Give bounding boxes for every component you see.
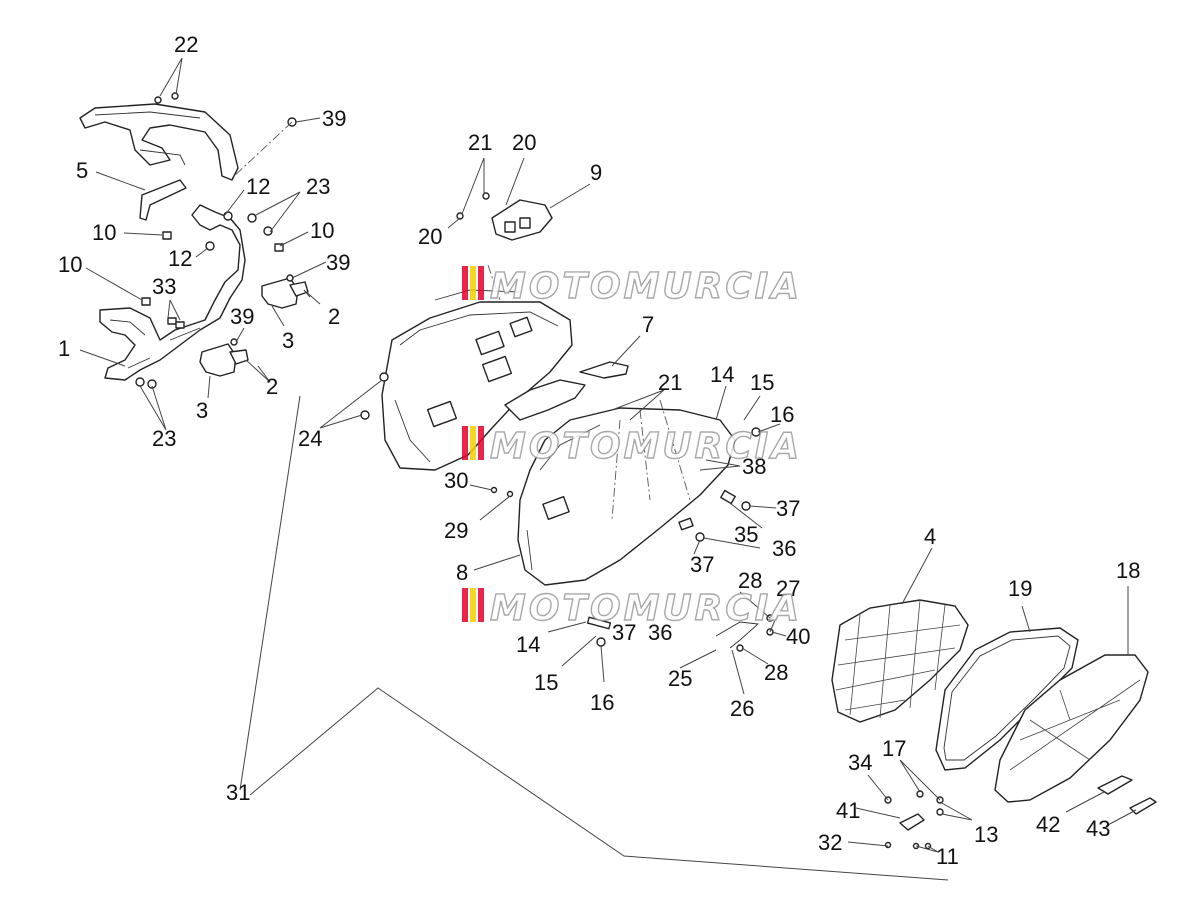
leader-lines (79, 57, 1137, 881)
callout-20: 20 (418, 224, 442, 249)
callout-21: 21 (468, 130, 492, 155)
axis-line (611, 399, 691, 521)
watermark-text: MOTOMURCIA (490, 588, 802, 629)
callout-2: 2 (328, 304, 340, 329)
lid-latch-9 (491, 199, 553, 241)
callout-13: 13 (974, 822, 998, 847)
callout-1: 1 (58, 336, 70, 361)
watermark-text: MOTOMURCIA (490, 426, 802, 467)
callout-18: 18 (1116, 558, 1140, 583)
callout-29: 29 (444, 518, 468, 543)
callout-19: 19 (1008, 576, 1032, 601)
callout-21: 21 (658, 370, 682, 395)
hinge-bracket-3a (261, 277, 309, 309)
callout-2: 2 (266, 374, 278, 399)
callout-41: 41 (836, 798, 860, 823)
watermark-top: MOTOMURCIA (462, 265, 802, 308)
callout-36: 36 (648, 620, 672, 645)
callout-32: 32 (818, 830, 842, 855)
callout-43: 43 (1086, 816, 1110, 841)
callout-28: 28 (738, 568, 762, 593)
callout-7: 7 (642, 312, 654, 337)
callout-10: 10 (92, 220, 116, 245)
callout-39: 39 (326, 250, 350, 275)
callout-22: 22 (174, 32, 198, 57)
callout-25: 25 (668, 666, 692, 691)
callout-23: 23 (306, 174, 330, 199)
callout-14: 14 (710, 362, 734, 387)
watermark-middle: MOTOMURCIA (462, 425, 802, 468)
callout-15: 15 (750, 370, 774, 395)
callout-28: 28 (764, 660, 788, 685)
callout-23: 23 (152, 426, 176, 451)
callout-17: 17 (882, 736, 906, 761)
callout-37: 37 (612, 620, 636, 645)
callout-8: 8 (456, 560, 468, 585)
badge-43 (1129, 797, 1157, 815)
callout-40: 40 (786, 624, 810, 649)
callout-12: 12 (168, 246, 192, 271)
callout-35: 35 (734, 522, 758, 547)
hinge-bracket-3b (199, 343, 249, 377)
axis-line (231, 121, 293, 179)
callout-3: 3 (196, 398, 208, 423)
callout-33: 33 (152, 274, 176, 299)
lower-frame (99, 204, 246, 381)
callout-12: 12 (246, 174, 270, 199)
badge-42 (1097, 775, 1133, 795)
callout-5: 5 (76, 158, 88, 183)
callout-39: 39 (322, 106, 346, 131)
lid-cover-18 (994, 654, 1149, 803)
callout-10: 10 (58, 252, 82, 277)
callout-39: 39 (230, 304, 254, 329)
bracket-plate-5 (139, 179, 187, 221)
callout-14: 14 (516, 632, 540, 657)
callout-36: 36 (772, 536, 796, 561)
callout-27: 27 (776, 576, 800, 601)
watermark-text: MOTOMURCIA (490, 266, 802, 307)
callout-24: 24 (298, 426, 322, 451)
axis-line (487, 264, 501, 301)
callout-37: 37 (776, 496, 800, 521)
strap-7 (579, 361, 629, 379)
callout-labels: 22 39 5 12 23 10 10 12 39 10 33 2 3 39 1… (58, 32, 1140, 869)
callout-26: 26 (730, 696, 754, 721)
watermark-bottom: MOTOMURCIA (462, 587, 802, 630)
callout-42: 42 (1036, 812, 1060, 837)
lock-hardware (884, 790, 944, 850)
callout-20: 20 (512, 130, 536, 155)
callout-31: 31 (226, 780, 250, 805)
callout-16: 16 (590, 690, 614, 715)
callout-30: 30 (444, 468, 468, 493)
callout-10: 10 (310, 218, 334, 243)
callout-34: 34 (848, 750, 872, 775)
saddlebag-inner-shell (504, 379, 736, 586)
callout-9: 9 (590, 160, 602, 185)
callout-3: 3 (282, 328, 294, 353)
callout-37: 37 (690, 552, 714, 577)
upper-bracket (79, 103, 239, 181)
callout-38: 38 (742, 454, 766, 479)
centre-hardware (360, 192, 774, 652)
callout-15: 15 (534, 670, 558, 695)
callout-16: 16 (770, 402, 794, 427)
cushion-4 (831, 599, 969, 723)
callout-4: 4 (924, 524, 936, 549)
callout-11: 11 (936, 844, 959, 869)
